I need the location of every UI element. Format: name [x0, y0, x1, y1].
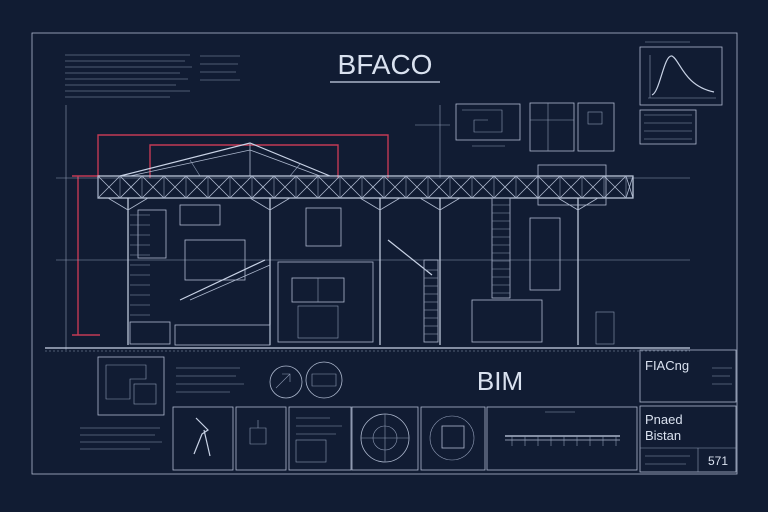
sheet-number: 571	[708, 454, 728, 468]
plan-detail-box	[97, 356, 165, 416]
title-block-name-line2: Bistan	[645, 428, 681, 443]
notes-block-top-left	[65, 54, 240, 98]
drawing-title: BFACO	[338, 49, 433, 80]
section-symbols	[269, 361, 343, 399]
building-section	[107, 164, 615, 346]
title-block-label: FIACng	[645, 358, 689, 373]
graph-panel-top-right	[639, 41, 723, 145]
sheet-border	[31, 32, 738, 475]
detail-panels-bottom	[172, 406, 638, 471]
detail-boxes-top	[415, 102, 615, 152]
truss-beam	[97, 175, 634, 199]
notes-block-middle	[80, 367, 244, 450]
title-block-name-line1: Pnaed	[645, 412, 683, 427]
title-block: FIACng Pnaed Bistan 571	[639, 349, 737, 473]
gable-roof	[119, 142, 331, 177]
drawing-subtitle: BIM	[477, 366, 523, 396]
